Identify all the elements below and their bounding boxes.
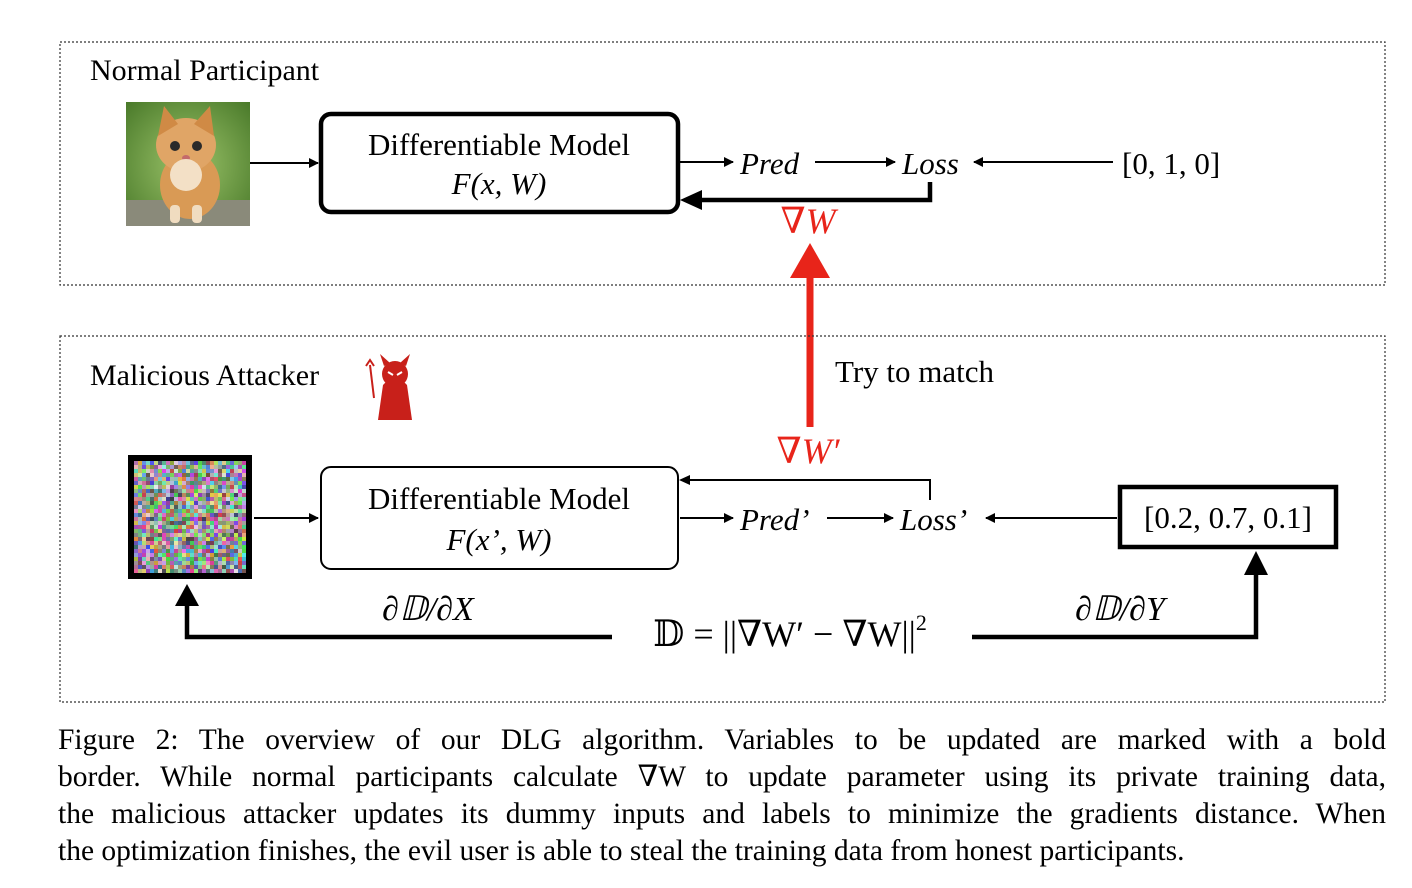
attacker-gradient-label: ∇W′	[777, 431, 841, 471]
arrow-attacker-gradient-back	[688, 479, 931, 500]
attacker-pred: Pred’	[739, 502, 809, 537]
normal-model-formula: F(x, W)	[451, 166, 547, 201]
figure-caption: Figure 2: The overview of our DLG algori…	[58, 722, 1386, 870]
caption-line-2: border. While normal participants calcul…	[58, 761, 1386, 793]
attacker-label-vector: [0.2, 0.7, 0.1]	[1144, 500, 1312, 535]
normal-model-box	[318, 111, 681, 215]
normal-panel-title: Normal Participant	[90, 54, 320, 87]
dlg-diagram: Normal Participant Differentiable Model …	[59, 41, 1386, 703]
attacker-model-label: Differentiable Model	[368, 481, 630, 516]
match-label: Try to match	[835, 354, 995, 389]
attacker-panel-title: Malicious Attacker	[90, 359, 319, 392]
caption-line-4: the optimization finishes, the evil user…	[58, 835, 1185, 867]
dy-label: ∂𝔻/∂Y	[1075, 591, 1168, 628]
attacker-model-box	[320, 466, 679, 570]
dx-label: ∂𝔻/∂X	[382, 591, 475, 628]
attacker-model-formula: F(x’, W)	[446, 522, 552, 557]
normal-model-label: Differentiable Model	[368, 127, 630, 162]
caption-line-1: Figure 2: The overview of our DLG algori…	[58, 724, 1386, 756]
normal-pred: Pred	[739, 146, 800, 181]
arrow-gradient-back	[702, 182, 933, 203]
arrow-dy	[972, 575, 1259, 640]
malicious-attacker-panel	[59, 335, 1386, 703]
normal-loss: Loss	[901, 146, 959, 181]
devil-icon	[365, 354, 412, 420]
caption-line-3: the malicious attacker updates its dummy…	[58, 798, 1386, 830]
normal-gradient-label: ∇W	[780, 201, 838, 241]
normal-label-vector: [0, 1, 0]	[1122, 146, 1220, 181]
kitten-image	[126, 102, 250, 226]
distance-formula: 𝔻 = ||∇W′ − ∇W||2	[653, 610, 927, 654]
noise-image	[134, 461, 246, 573]
attacker-label-box	[1117, 484, 1339, 550]
arrow-dx	[184, 606, 612, 640]
attacker-loss: Loss’	[899, 502, 967, 537]
